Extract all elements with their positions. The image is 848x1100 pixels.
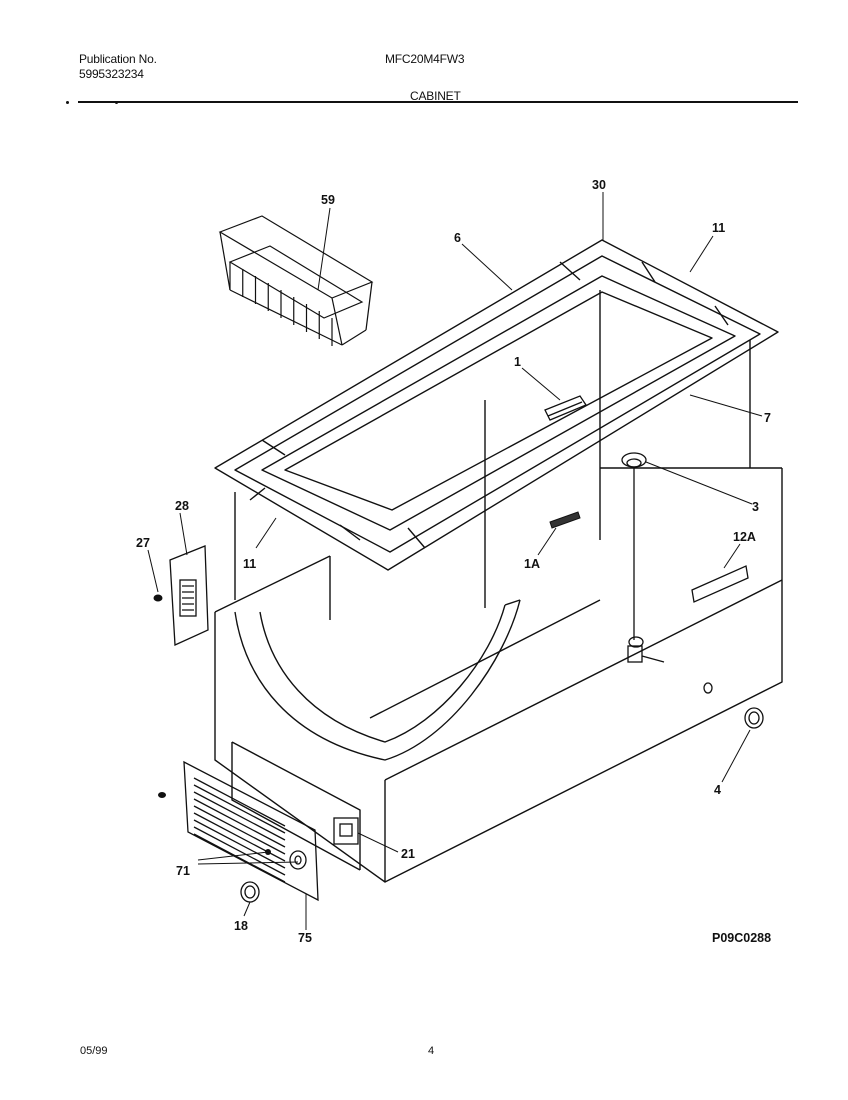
callout-27: 27 [136, 536, 150, 550]
callout-6: 6 [454, 231, 461, 245]
lock-catch [549, 511, 581, 529]
callout-71: 71 [176, 864, 190, 878]
callout-1: 1 [514, 355, 521, 369]
grille-slat [193, 784, 286, 834]
callout-75: 75 [298, 931, 312, 945]
callout-21: 21 [401, 847, 415, 861]
callout-11-left: 11 [243, 557, 256, 571]
scan-dot [66, 101, 69, 104]
drawing-code: P09C0288 [712, 931, 771, 945]
callout-4: 4 [714, 783, 721, 797]
grille-slat [193, 812, 286, 862]
callout-59: 59 [321, 193, 335, 207]
breaker-frame [214, 239, 779, 571]
grille-slat [193, 805, 286, 855]
drain-plug [621, 452, 764, 729]
callout-labels: 59 30 6 11 1 7 3 28 27 11 1A 12A 4 21 71… [136, 178, 771, 945]
callout-3: 3 [752, 500, 759, 514]
callout-28: 28 [175, 499, 189, 513]
callout-1a: 1A [524, 557, 540, 571]
grille-slat [193, 819, 286, 869]
grille-slat [193, 777, 286, 827]
grille-slat [193, 798, 286, 848]
lid-hinge [169, 545, 209, 646]
cabinet-body [214, 290, 783, 883]
grille-slat [193, 826, 286, 876]
hinge-screw [153, 594, 163, 602]
wire-basket [218, 215, 374, 346]
footer-date: 05/99 [80, 1045, 108, 1057]
grille-slat [193, 833, 286, 883]
leader-lines [147, 192, 763, 930]
grille-slat [193, 791, 286, 841]
relay-overload [333, 817, 359, 845]
callout-30: 30 [592, 178, 606, 192]
lid-handle [544, 395, 587, 421]
publication-label: Publication No. [79, 52, 157, 66]
callout-11-top: 11 [712, 221, 725, 235]
grille-medallion [289, 850, 307, 870]
warning-label [691, 565, 749, 603]
callout-7: 7 [764, 411, 771, 425]
logo-badge [240, 881, 260, 903]
page-number: 4 [428, 1045, 435, 1057]
header-rule [78, 101, 798, 103]
publication-number: 5995323234 [79, 67, 144, 81]
scan-dot [115, 101, 118, 104]
model-number: MFC20M4FW3 [385, 52, 465, 66]
kick-grille [183, 760, 319, 902]
section-title: CABINET [410, 89, 461, 103]
callout-12a: 12A [733, 530, 756, 544]
callout-18: 18 [234, 919, 248, 933]
